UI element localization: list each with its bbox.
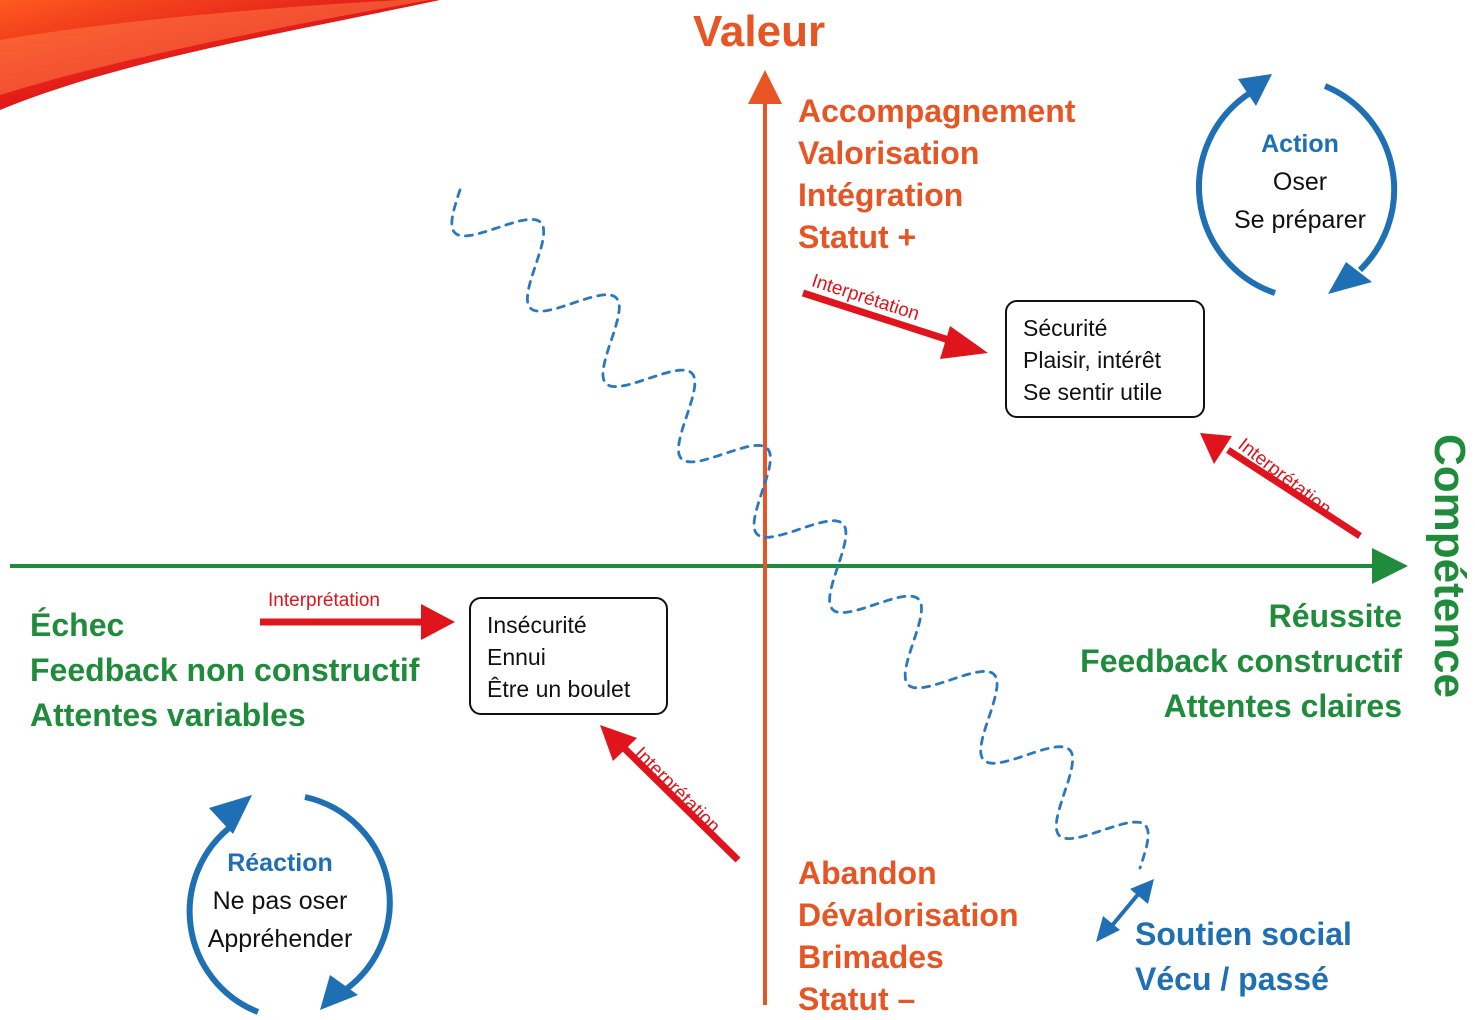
interpretation-arrow-bottom	[600, 725, 741, 863]
social-support-labels: Soutien social Vécu / passé	[1135, 912, 1352, 1002]
positive-feelings-box: Sécurité Plaisir, intérêt Se sentir util…	[1005, 300, 1205, 418]
social-support-line: Vécu / passé	[1135, 961, 1329, 997]
left-item: Attentes variables	[30, 697, 306, 733]
negative-feelings-box: Insécurité Ennui Être un boulet	[469, 597, 668, 715]
action-cycle-text: Action Oser Se préparer	[1200, 125, 1400, 239]
valeur-axis-arrowhead	[748, 70, 782, 104]
competence-axis-arrowhead	[1372, 548, 1408, 584]
social-support-line: Soutien social	[1135, 916, 1352, 952]
bottom-quadrant-list: Abandon Dévalorisation Brimades Statut –	[798, 852, 1019, 1020]
action-line: Oser	[1272, 168, 1328, 196]
left-item: Échec	[30, 607, 125, 643]
top-item: Valorisation	[798, 135, 980, 171]
right-item: Feedback constructif	[1080, 643, 1402, 679]
bottom-item: Dévalorisation	[798, 897, 1019, 933]
action-title: Action	[1261, 130, 1339, 158]
negative-feeling: Être un boulet	[487, 676, 631, 702]
action-line: Se préparer	[1233, 206, 1367, 234]
reaction-cycle-text: Réaction Ne pas oser Appréhender	[180, 844, 380, 958]
interpretation-arrow-right	[1200, 433, 1362, 539]
reaction-cycle-icon	[186, 794, 393, 1015]
left-item: Feedback non constructif	[30, 652, 420, 688]
reaction-line: Appréhender	[207, 925, 353, 953]
right-item: Réussite	[1268, 598, 1402, 634]
right-quadrant-list: Réussite Feedback constructif Attentes c…	[1080, 594, 1402, 729]
top-item: Statut +	[798, 219, 917, 255]
interpretation-label-left: Interprétation	[268, 590, 380, 611]
left-quadrant-list: Échec Feedback non constructif Attentes …	[30, 603, 419, 738]
competence-axis-title: Compétence	[1425, 433, 1474, 699]
wavy-dashed-path	[450, 188, 1150, 870]
bottom-item: Brimades	[798, 939, 944, 975]
positive-feeling: Sécurité	[1023, 315, 1108, 341]
action-cycle-icon	[1195, 74, 1398, 296]
interpretation-arrow-top	[801, 289, 988, 359]
positive-feeling: Plaisir, intérêt	[1023, 347, 1162, 373]
corner-swoosh-highlight	[0, 0, 430, 95]
bottom-item: Statut –	[798, 981, 916, 1017]
top-quadrant-list: Accompagnement Valorisation Intégration …	[798, 90, 1075, 258]
top-item: Intégration	[798, 177, 964, 213]
double-arrow-icon	[1096, 879, 1154, 942]
valeur-axis-title: Valeur	[693, 7, 826, 56]
positive-feeling: Se sentir utile	[1023, 379, 1163, 405]
interpretation-arrow-left	[260, 604, 455, 640]
negative-feeling: Ennui	[487, 644, 546, 670]
reaction-line: Ne pas oser	[212, 887, 348, 915]
right-item: Attentes claires	[1163, 688, 1402, 724]
bottom-item: Abandon	[798, 855, 937, 891]
reaction-title: Réaction	[227, 849, 333, 877]
top-item: Accompagnement	[798, 93, 1076, 129]
negative-feeling: Insécurité	[487, 612, 587, 638]
